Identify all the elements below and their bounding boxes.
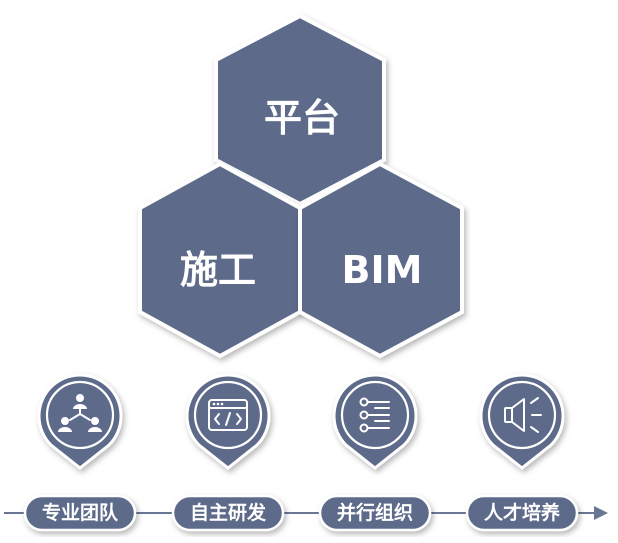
hexagon-top-label: 平台 [264,96,340,140]
pillar-organization: 并行组织 [318,373,432,532]
timeline-arrow-icon [594,506,608,520]
hexagon-left-label: 施工 [180,248,256,292]
pin-marker [479,373,565,470]
pillar-training: 人才培养 [465,373,579,532]
pillar-development-label: 自主研发 [190,501,267,524]
hexagon-right: BIM [298,161,464,359]
pillar-organization-badge [318,494,432,532]
hexagon-left: 施工 [138,161,302,359]
pin-marker [37,373,123,470]
pillar-team-label: 专业团队 [42,501,119,524]
hexagon-cluster: 平台 施工 BIM [138,13,464,359]
pillar-development-badge [171,494,285,532]
pillar-training-label: 人才培养 [484,501,560,524]
pillar-development: 自主研发 [171,373,285,532]
list-settings-icon [359,397,390,433]
hexagon-top: 平台 [214,13,386,207]
code-window-icon [208,399,248,431]
pillar-team-badge [23,494,137,532]
team-network-icon [58,394,102,432]
pillar-team: 专业团队 [23,373,137,532]
speaker-icon [504,397,542,433]
hexagon-right-label: BIM [342,248,423,292]
pillar-organization-label: 并行组织 [337,501,413,524]
pillar-training-badge [465,494,579,532]
